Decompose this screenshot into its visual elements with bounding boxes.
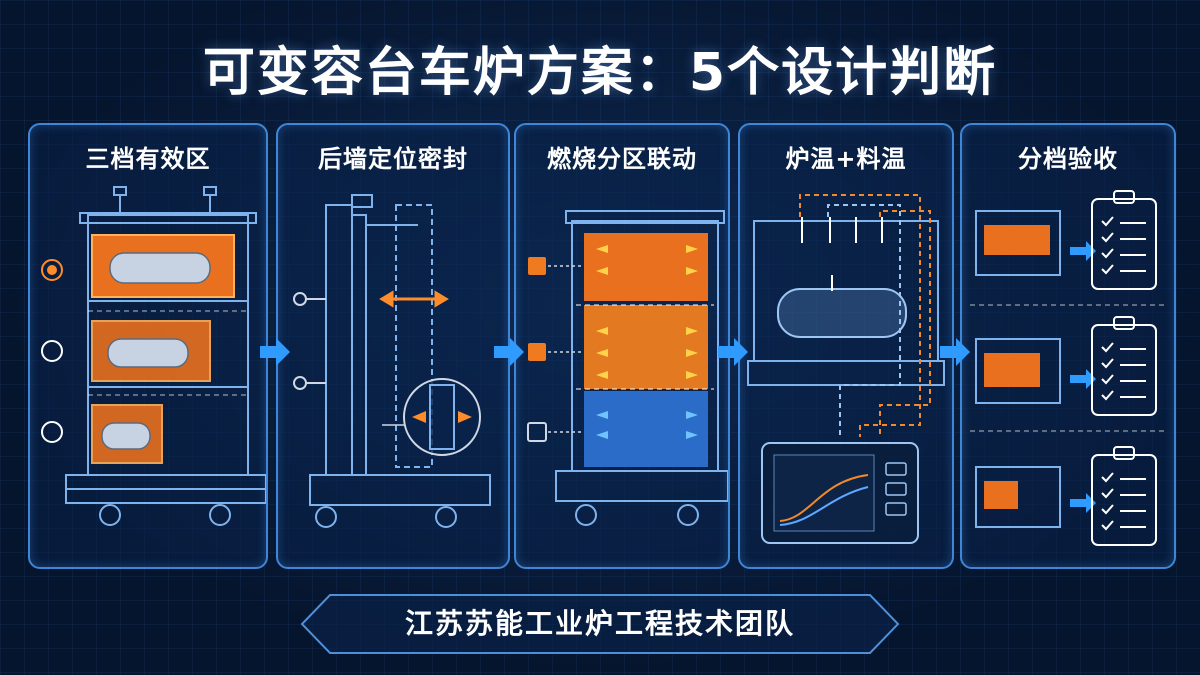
- burner-flame-icon: [596, 245, 698, 379]
- panel-furnace-material-temp: 炉温+料温: [738, 123, 954, 569]
- panel-combustion-zones: 燃烧分区联动: [514, 123, 730, 569]
- zone-control-off-icon: [527, 422, 547, 442]
- temperature-monitoring-diagram: [747, 194, 945, 544]
- tiered-acceptance-diagram: [970, 190, 1168, 546]
- page-title: 可变容台车炉方案：5个设计判断: [202, 43, 998, 103]
- combustion-zone-diagram: [527, 210, 728, 526]
- selected-radio-icon: [41, 259, 63, 281]
- arrow-right-icon: [1070, 241, 1096, 513]
- arrow-right-icon: [940, 338, 970, 366]
- team-name: 江苏苏能工业炉工程技术团队: [404, 607, 795, 640]
- footer-frame: [300, 594, 900, 654]
- arrow-right-icon: [260, 338, 290, 366]
- zone-control-on-icon: [528, 257, 546, 275]
- panel-rear-wall-seal: 后墙定位密封: [276, 123, 510, 569]
- workpiece-tank: [777, 288, 907, 338]
- recorder-button-icon: [885, 462, 907, 516]
- panel-tiered-acceptance: 分档验收: [960, 123, 1176, 569]
- panel-title: 分档验收: [1018, 145, 1118, 173]
- panel-title: 后墙定位密封: [318, 145, 468, 173]
- radio-icon: [41, 421, 63, 443]
- radio-icon: [41, 340, 63, 362]
- rear-wall-seal-diagram: [293, 194, 491, 528]
- thermocouple-icon: [801, 217, 883, 291]
- three-zone-furnace-diagram: [41, 186, 266, 526]
- clipboard-checklist-icon: [1091, 190, 1157, 546]
- arrow-right-icon: [494, 338, 524, 366]
- seal-detail-magnifier: [403, 378, 481, 456]
- footer-banner: 江苏苏能工业炉工程技术团队: [300, 593, 900, 655]
- burner-flame-icon: [596, 411, 698, 439]
- arrow-right-icon: [718, 338, 748, 366]
- panel-title: 三档有效区: [85, 145, 211, 173]
- zone-control-on-icon: [528, 343, 546, 361]
- panel-three-zones: 三档有效区: [28, 123, 268, 569]
- panel-title: 炉温+料温: [785, 145, 907, 173]
- clamp-icon: [293, 292, 326, 390]
- double-arrow-icon: [379, 290, 449, 308]
- panel-title: 燃烧分区联动: [547, 145, 697, 173]
- seal-press-arrows-icon: [412, 411, 472, 423]
